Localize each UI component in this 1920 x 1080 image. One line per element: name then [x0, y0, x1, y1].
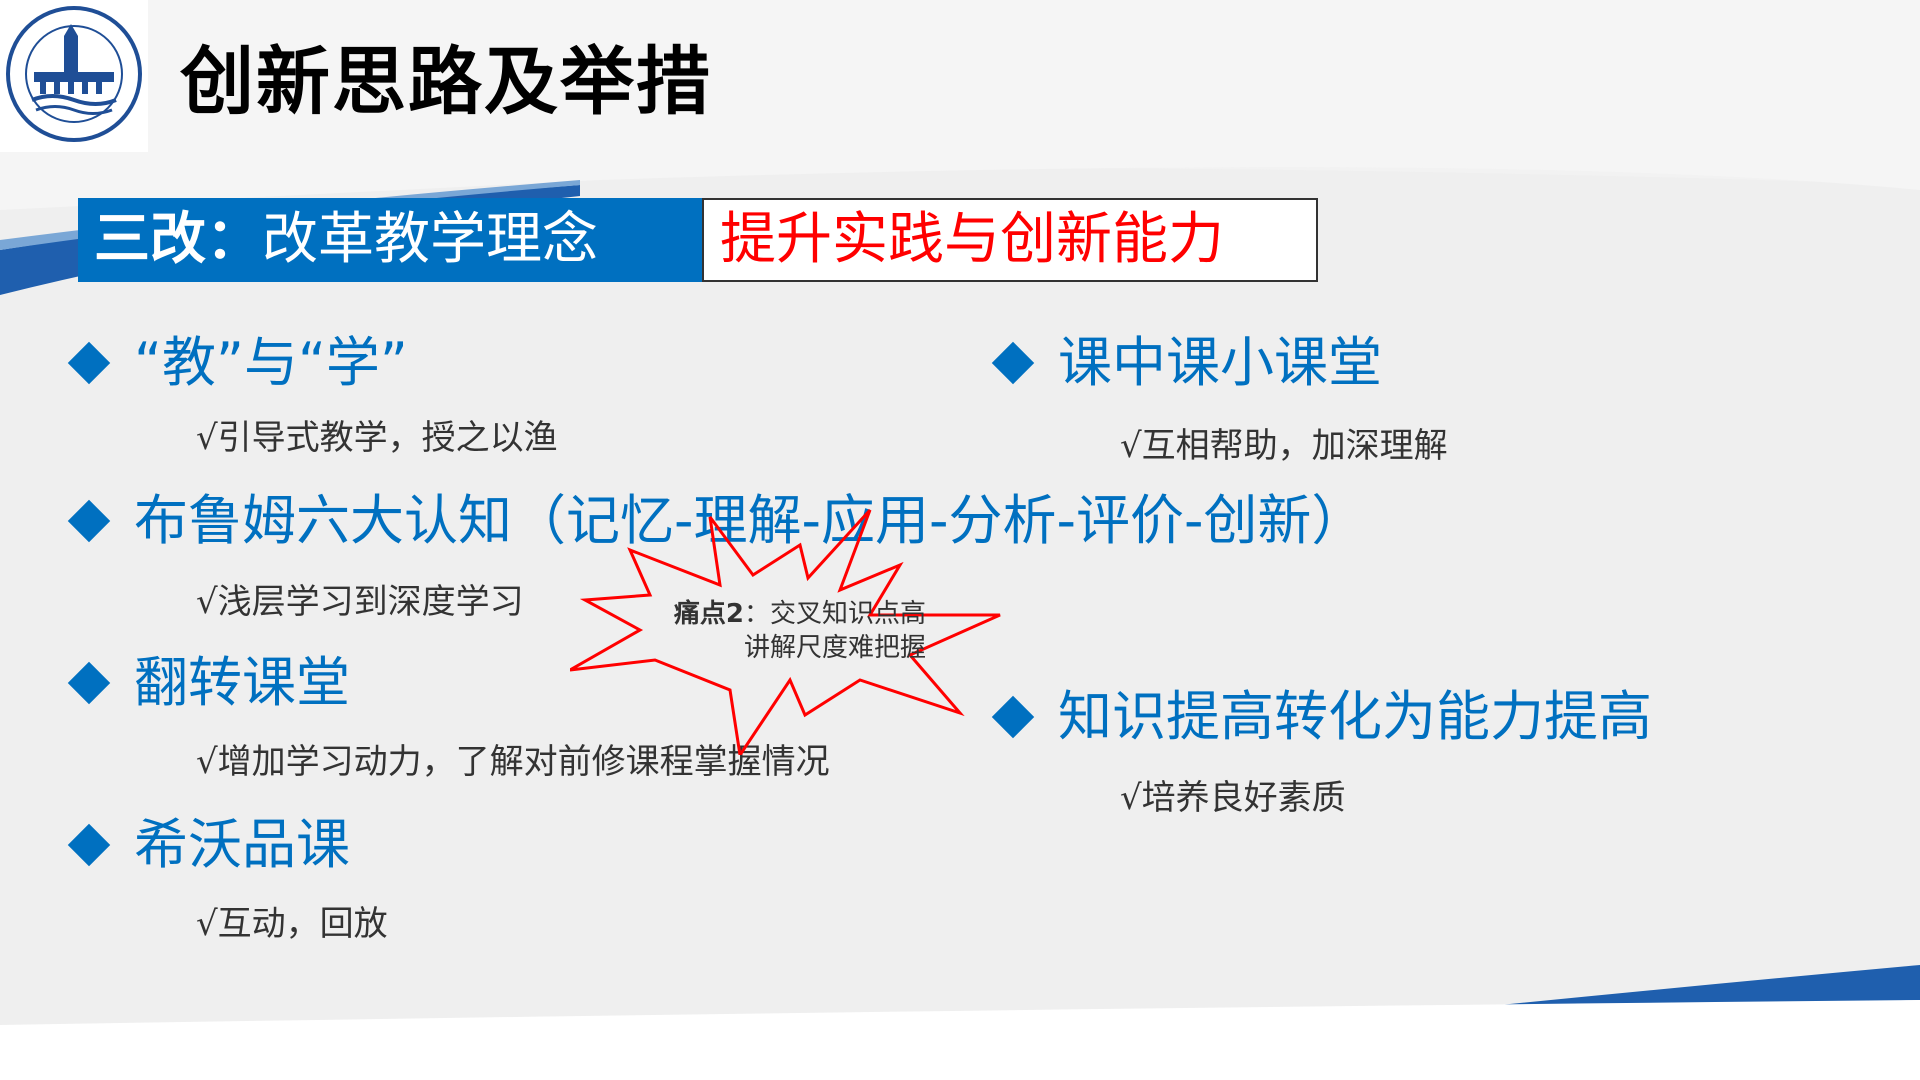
banner-topic-text: 改革教学理念: [262, 207, 598, 272]
item-heading: 布鲁姆六大认知（记忆-理解-应用-分析-评价-创新）: [134, 489, 1366, 552]
section-banner: 三改：改革教学理念 提升实践与创新能力: [78, 198, 1318, 282]
banner-topic-prefix: 三改：: [94, 207, 262, 272]
pain-point-starburst: [570, 508, 1001, 755]
university-seal-icon: [6, 6, 142, 142]
item-heading: “教”与“学”: [134, 331, 408, 394]
item-heading: 希沃品课: [134, 813, 350, 876]
item-subpoint: √互相帮助，加深理解: [1120, 426, 1448, 466]
page-title: 创新思路及举措: [180, 39, 712, 125]
banner-goal: 提升实践与创新能力: [702, 198, 1318, 282]
item-heading: 知识提高转化为能力提高: [1058, 685, 1652, 748]
item-subpoint: √浅层学习到深度学习: [196, 582, 524, 622]
item-heading: 课中课小课堂: [1058, 331, 1382, 394]
item-subpoint: √互动，回放: [196, 904, 388, 944]
item-subpoint: √增加学习动力，了解对前修课程掌握情况: [196, 742, 830, 782]
callout-line-1: 痛点2：交叉知识点高: [626, 597, 926, 631]
banner-topic: 三改：改革教学理念: [78, 198, 702, 282]
callout-line-1-text: ：交叉知识点高: [743, 599, 926, 629]
item-heading: 翻转课堂: [134, 651, 350, 714]
pain-point-callout: 痛点2：交叉知识点高 讲解尺度难把握: [626, 597, 926, 665]
item-subpoint: √培养良好素质: [1120, 778, 1346, 818]
callout-label: 痛点2: [673, 599, 744, 629]
callout-line-2: 讲解尺度难把握: [743, 633, 926, 663]
item-subpoint: √引导式教学，授之以渔: [196, 418, 558, 458]
university-logo: [0, 0, 148, 152]
